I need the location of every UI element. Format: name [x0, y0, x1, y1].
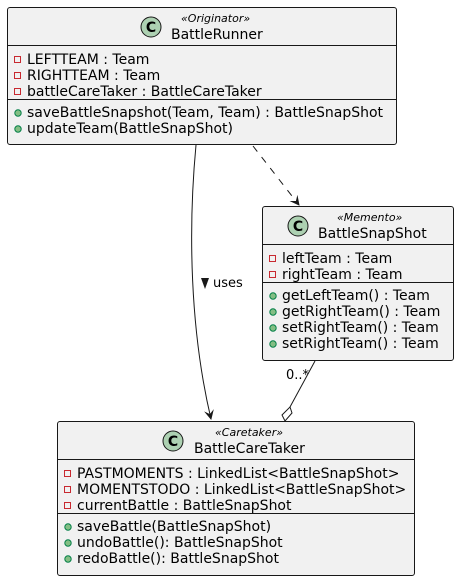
field-text: PASTMOMENTS : LinkedList<BattleSnapShot> — [77, 466, 400, 482]
field-row: MOMENTSTODO : LinkedList<BattleSnapShot> — [58, 482, 414, 498]
field-row: PASTMOMENTS : LinkedList<BattleSnapShot> — [58, 466, 414, 482]
public-visibility-icon — [269, 292, 277, 300]
field-row: LEFTTEAM : Team — [8, 52, 396, 68]
method-row: saveBattle(BattleSnapShot) — [58, 519, 414, 535]
method-text: setRightTeam() : Team — [282, 336, 439, 352]
aggregation-multiplicity-label: 0..* — [286, 368, 310, 383]
method-row: getRightTeam() : Team — [263, 304, 453, 320]
private-visibility-icon — [14, 72, 21, 79]
public-visibility-icon — [269, 340, 277, 348]
class-stereotype: «Caretaker» — [215, 426, 284, 439]
methods-section: getLeftTeam() : Team getRightTeam() : Te… — [263, 283, 453, 352]
class-name: BattleSnapShot — [318, 226, 427, 242]
field-row: leftTeam : Team — [263, 251, 453, 267]
field-text: leftTeam : Team — [282, 251, 393, 267]
class-header: C «Memento» BattleSnapShot — [263, 207, 453, 245]
svg-text:C: C — [293, 219, 303, 235]
class-battle-runner[interactable]: C «Originator» BattleRunner LEFTTEAM : T… — [7, 7, 397, 145]
class-header: C «Originator» BattleRunner — [8, 8, 396, 46]
method-row: redoBattle(): BattleSnapShot — [58, 551, 414, 567]
method-row: setRightTeam() : Team — [263, 336, 453, 352]
field-row: currentBattle : BattleSnapShot — [58, 498, 414, 514]
methods-section: saveBattle(BattleSnapShot) undoBattle():… — [58, 514, 414, 567]
method-text: setRightTeam() : Team — [282, 320, 439, 336]
public-visibility-icon — [64, 523, 72, 531]
method-text: undoBattle(): BattleSnapShot — [77, 535, 283, 551]
aggregation-diamond-icon — [281, 406, 293, 422]
public-visibility-icon — [269, 308, 277, 316]
private-visibility-icon — [64, 502, 71, 509]
svg-text:C: C — [168, 434, 178, 450]
uses-label: uses — [213, 276, 243, 291]
method-text: getRightTeam() : Team — [282, 304, 441, 320]
method-text: saveBattle(BattleSnapShot) — [77, 519, 272, 535]
class-stereotype: «Originator» — [181, 12, 251, 25]
field-text: MOMENTSTODO : LinkedList<BattleSnapShot> — [77, 482, 407, 498]
public-visibility-icon — [14, 125, 22, 133]
method-row: saveBattleSnapshot(Team, Team) : BattleS… — [8, 105, 396, 121]
field-text: LEFTTEAM : Team — [27, 52, 150, 68]
class-name: BattleCareTaker — [194, 441, 305, 457]
field-text: battleCareTaker : BattleCareTaker — [27, 84, 262, 100]
svg-text:C: C — [146, 20, 156, 36]
field-text: rightTeam : Team — [282, 267, 403, 283]
method-row: undoBattle(): BattleSnapShot — [58, 535, 414, 551]
public-visibility-icon — [269, 324, 277, 332]
class-name: BattleRunner — [171, 27, 263, 43]
private-visibility-icon — [14, 56, 21, 63]
dependency-line — [252, 145, 300, 206]
class-c-icon: C — [162, 430, 184, 452]
uses-association-line — [191, 144, 214, 420]
method-text: saveBattleSnapshot(Team, Team) : BattleS… — [27, 105, 384, 121]
method-text: updateTeam(BattleSnapShot) — [27, 121, 233, 137]
field-row: rightTeam : Team — [263, 267, 453, 283]
private-visibility-icon — [64, 486, 71, 493]
field-text: currentBattle : BattleSnapShot — [77, 498, 292, 514]
class-header: C «Caretaker» BattleCareTaker — [58, 422, 414, 460]
method-text: redoBattle(): BattleSnapShot — [77, 551, 279, 567]
private-visibility-icon — [269, 271, 276, 278]
class-c-icon: C — [140, 16, 162, 38]
method-text: getLeftTeam() : Team — [282, 288, 430, 304]
private-visibility-icon — [64, 470, 71, 477]
field-row: RIGHTTEAM : Team — [8, 68, 396, 84]
method-row: setRightTeam() : Team — [263, 320, 453, 336]
uses-direction-icon — [201, 278, 209, 289]
field-row: battleCareTaker : BattleCareTaker — [8, 84, 396, 100]
public-visibility-icon — [14, 109, 22, 117]
public-visibility-icon — [64, 555, 72, 563]
private-visibility-icon — [269, 255, 276, 262]
method-row: getLeftTeam() : Team — [263, 288, 453, 304]
fields-section: LEFTTEAM : Team RIGHTTEAM : Team battleC… — [8, 46, 396, 100]
method-row: updateTeam(BattleSnapShot) — [8, 121, 396, 137]
field-text: RIGHTTEAM : Team — [27, 68, 161, 84]
fields-section: leftTeam : Team rightTeam : Team — [263, 245, 453, 283]
private-visibility-icon — [14, 88, 21, 95]
class-battle-snapshot[interactable]: C «Memento» BattleSnapShot leftTeam : Te… — [262, 206, 454, 361]
public-visibility-icon — [64, 539, 72, 547]
methods-section: saveBattleSnapshot(Team, Team) : BattleS… — [8, 100, 396, 137]
class-battle-caretaker[interactable]: C «Caretaker» BattleCareTaker PASTMOMENT… — [57, 421, 415, 576]
fields-section: PASTMOMENTS : LinkedList<BattleSnapShot>… — [58, 460, 414, 514]
class-stereotype: «Memento» — [337, 211, 403, 224]
class-c-icon: C — [287, 215, 309, 237]
